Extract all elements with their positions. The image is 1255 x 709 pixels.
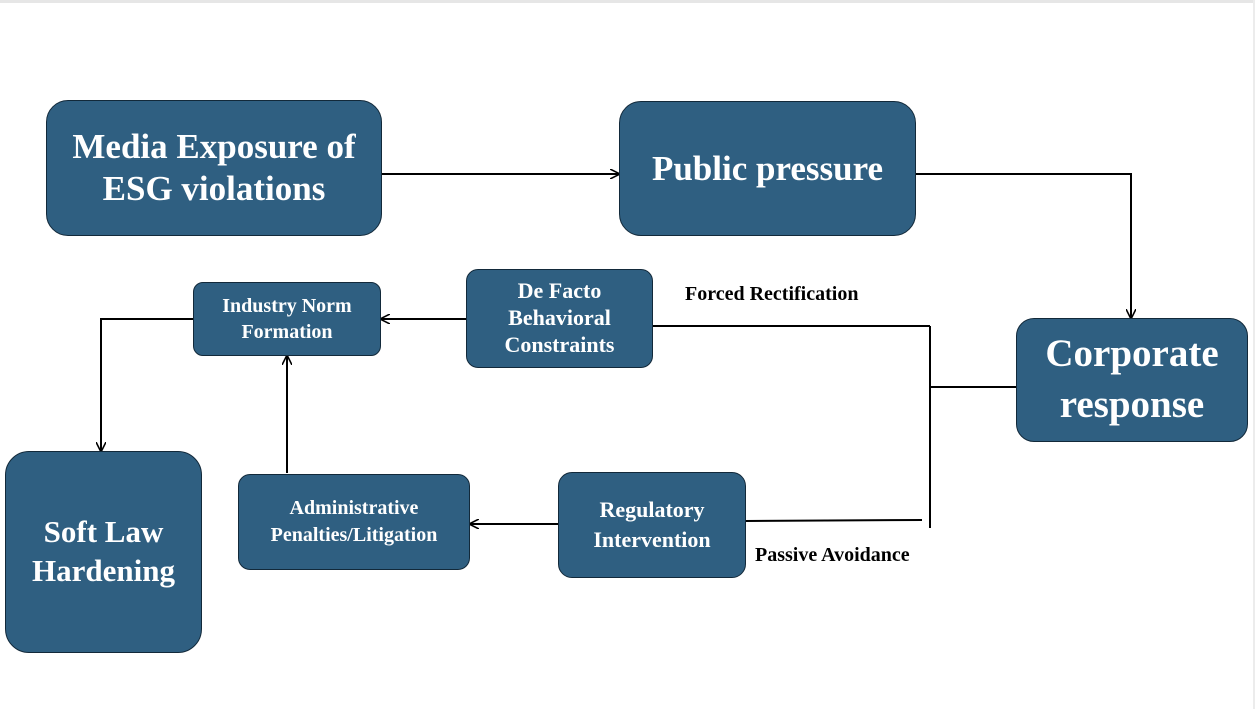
soft-law-hardening-node: Soft Law Hardening bbox=[5, 451, 202, 653]
industry-norm-node: Industry Norm Formation bbox=[193, 282, 381, 356]
arrow-public-to-corporate bbox=[915, 173, 1131, 318]
regulatory-intervention-node: Regulatory Intervention bbox=[558, 472, 746, 578]
line-split-to-regulatory bbox=[744, 519, 923, 522]
passive-avoidance-label: Passive Avoidance bbox=[755, 544, 910, 566]
media-exposure-node: Media Exposure of ESG violations bbox=[46, 100, 382, 236]
public-pressure-node: Public pressure bbox=[619, 101, 916, 236]
forced-rectification-label: Forced Rectification bbox=[685, 283, 859, 305]
top-border bbox=[0, 0, 1255, 3]
administrative-penalties-node: Administrative Penalties/Litigation bbox=[238, 474, 470, 570]
right-border bbox=[1253, 0, 1255, 709]
corporate-response-node: Corporate response bbox=[1016, 318, 1248, 442]
arrow-industry-to-softlaw bbox=[101, 318, 194, 451]
de-facto-constraints-node: De Facto Behavioral Constraints bbox=[466, 269, 653, 368]
